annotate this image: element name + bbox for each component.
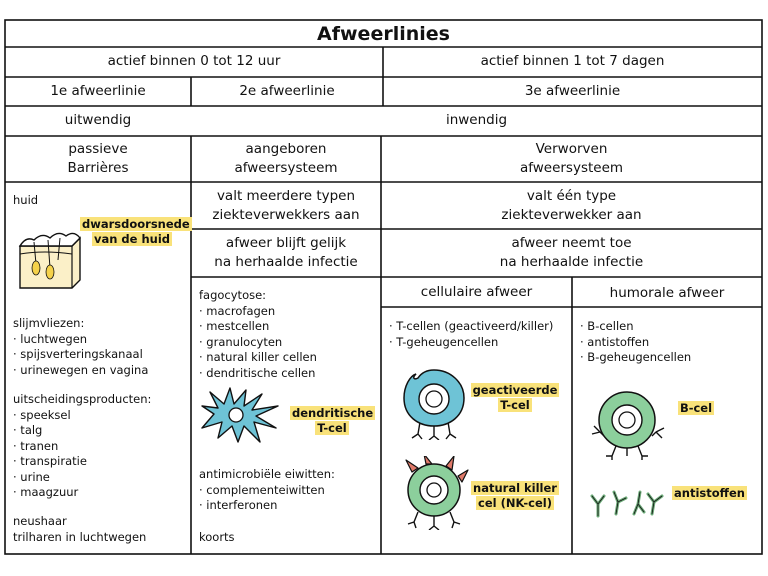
antibodies-caption-text: antistoffen bbox=[672, 486, 747, 500]
skin-cross-section-icon bbox=[18, 232, 81, 289]
memory-acquired: afweer neemt toe na herhaalde infectie bbox=[499, 235, 644, 270]
activated-tcell-line1: geactiveerde bbox=[470, 383, 560, 397]
location-outer: uitwendig bbox=[64, 112, 132, 128]
activated-tcell-caption: geactiveerde T-cel bbox=[470, 383, 560, 413]
bcell-icon bbox=[591, 391, 665, 460]
subtype-cellular: cellulaire afweer bbox=[420, 284, 533, 300]
bcell-caption: B-cel bbox=[672, 401, 720, 416]
subtype-humoral: humorale afweer bbox=[609, 285, 725, 301]
activated-tcell-icon bbox=[403, 369, 465, 440]
dendritic-caption-line1: dendritische bbox=[290, 406, 376, 420]
nk-cell-line2: cel (NK-cel) bbox=[476, 496, 554, 510]
antibodies-icon bbox=[590, 490, 664, 518]
antibodies-caption: antistoffen bbox=[672, 486, 747, 501]
dendritic-caption-line2: T-cel bbox=[315, 421, 349, 435]
location-inner: inwendig bbox=[445, 112, 508, 128]
nk-cell-icon bbox=[405, 456, 469, 530]
memory-innate: afweer blijft gelijk na herhaalde infect… bbox=[214, 235, 358, 270]
line-third: 3e afweerlinie bbox=[524, 83, 621, 99]
antimicrobial-list: antimicrobiële eiwitten: · complementeiw… bbox=[199, 467, 335, 512]
line-second: 2e afweerlinie bbox=[239, 83, 335, 99]
diagram-title: Afweerlinies bbox=[317, 23, 450, 45]
tcell-list: · T-cellen (geactiveerd/killer) · T-gehe… bbox=[389, 319, 554, 349]
system-acquired: Verworven afweersysteem bbox=[519, 141, 624, 176]
secretions-list: uitscheidingsproducten: · speeksel · tal… bbox=[13, 392, 152, 499]
activated-tcell-line2: T-cel bbox=[498, 398, 532, 412]
skin-caption-line2: van de huid bbox=[91, 232, 173, 246]
fever-label: koorts bbox=[199, 530, 235, 544]
system-passive: passieve Barrières bbox=[67, 141, 129, 176]
phagocytosis-list: fagocytose: · macrofagen · mestcellen · … bbox=[199, 288, 317, 380]
bcell-list: · B-cellen · antistoffen · B-geheugencel… bbox=[580, 319, 692, 364]
skin-label: huid bbox=[13, 193, 39, 207]
line-first: 1e afweerlinie bbox=[50, 83, 146, 99]
dendritic-cell-icon bbox=[201, 387, 279, 443]
skin-caption: dwarsdoorsnede van de huid bbox=[80, 217, 192, 247]
dendritic-caption: dendritische T-cel bbox=[290, 406, 376, 436]
mucosa-list: slijmvliezen: · luchtwegen · spijsverter… bbox=[13, 316, 149, 377]
specificity-innate: valt meerdere typen ziekteverwekkers aan bbox=[212, 188, 360, 223]
nk-cell-caption: natural killer cel (NK-cel) bbox=[470, 481, 560, 511]
specificity-acquired: valt één type ziekteverwekker aan bbox=[501, 188, 642, 223]
nk-cell-line1: natural killer bbox=[471, 481, 559, 495]
hairs-list: neushaar trilharen in luchtwegen bbox=[13, 514, 147, 544]
skin-caption-line1: dwarsdoorsnede bbox=[80, 217, 192, 231]
time-left: actief binnen 0 tot 12 uur bbox=[107, 53, 281, 69]
system-innate: aangeboren afweersysteem bbox=[234, 141, 338, 176]
bcell-caption-text: B-cel bbox=[677, 401, 715, 415]
time-right: actief binnen 1 tot 7 dagen bbox=[480, 53, 665, 69]
